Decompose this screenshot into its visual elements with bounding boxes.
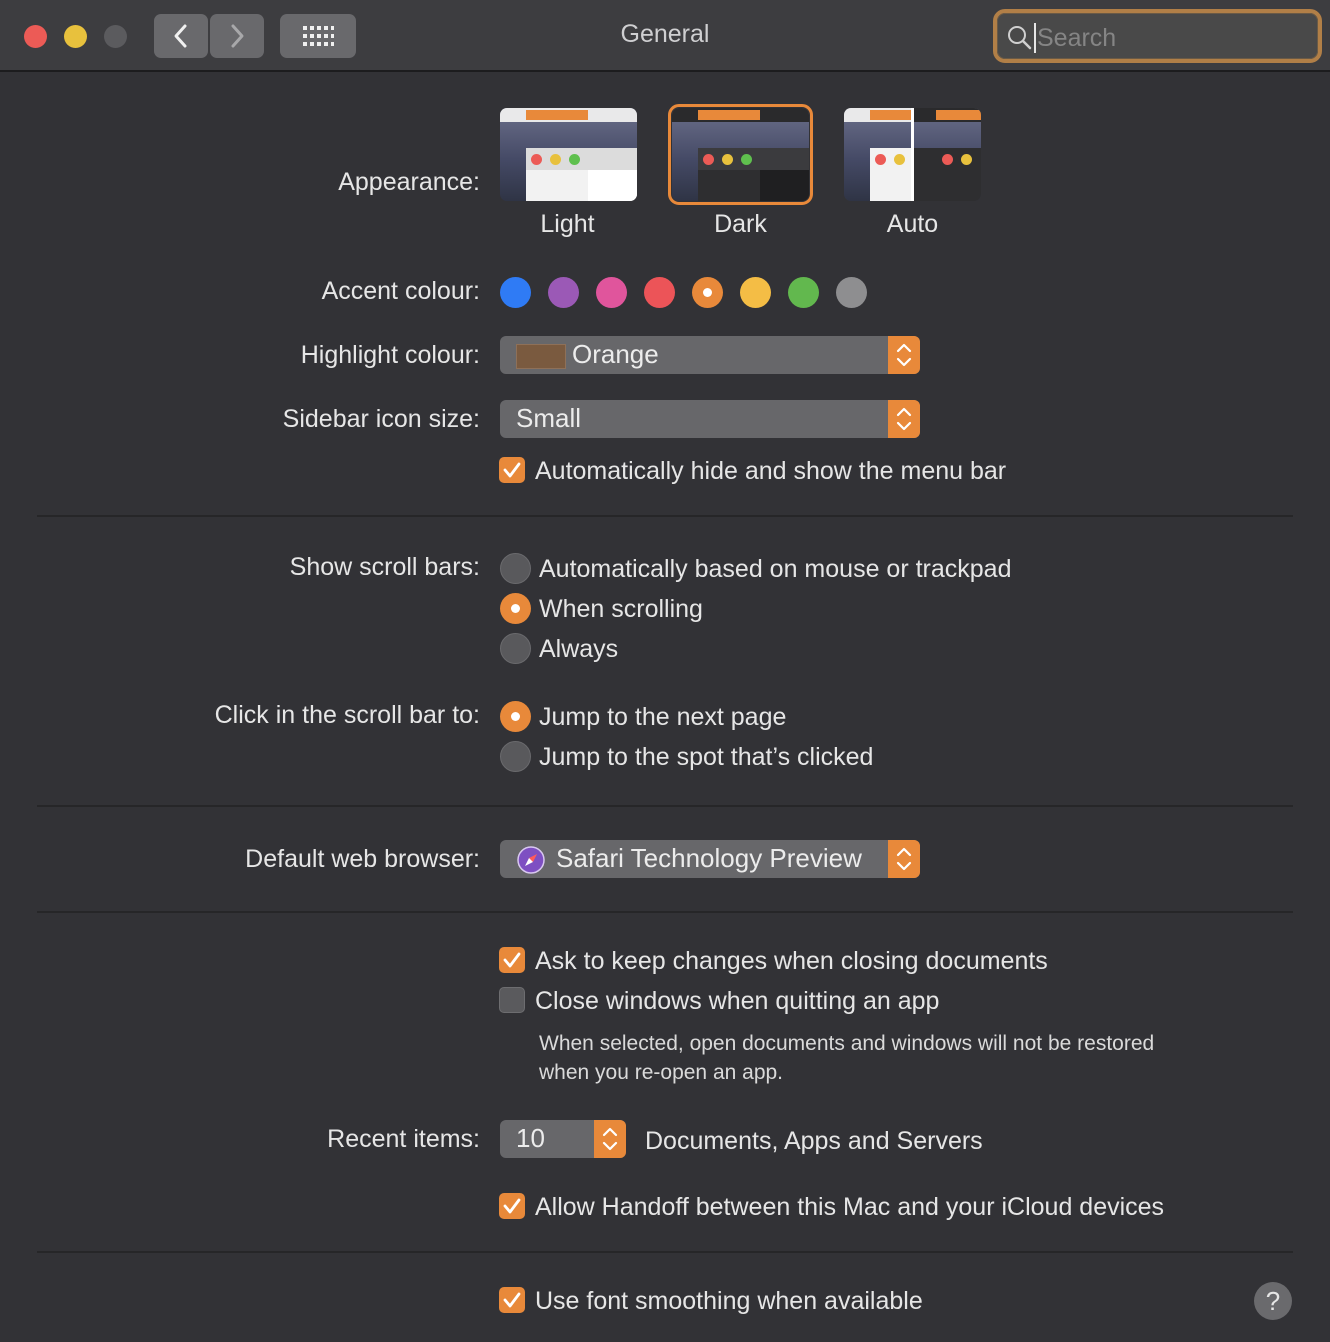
- jump-to-spot-radio[interactable]: [500, 741, 531, 772]
- up-down-chevron-icon: [896, 343, 912, 367]
- appearance-light-label: Light: [540, 210, 595, 238]
- divider: [37, 805, 1293, 807]
- chevron-left-icon: [174, 24, 187, 48]
- zoom-window-button[interactable]: [104, 25, 127, 48]
- divider: [37, 911, 1293, 913]
- accent-swatch[interactable]: [644, 277, 675, 308]
- search-placeholder: Search: [1037, 24, 1117, 52]
- sidebar-icon-size-label: Sidebar icon size:: [282, 405, 480, 433]
- menubar-autohide-checkbox[interactable]: [499, 457, 525, 483]
- scrollbars-always-label: Always: [539, 635, 619, 663]
- show-all-button[interactable]: [280, 14, 356, 58]
- title-bar: General Search: [0, 0, 1330, 72]
- scrollbars-when-scrolling-label: When scrolling: [539, 595, 703, 623]
- help-button[interactable]: ?: [1254, 1282, 1292, 1320]
- accent-swatch[interactable]: [740, 277, 771, 308]
- minimize-window-button[interactable]: [64, 25, 87, 48]
- accent-colour-label: Accent colour:: [321, 277, 480, 305]
- jump-next-page-label: Jump to the next page: [539, 703, 787, 731]
- divider: [37, 1251, 1293, 1253]
- default-browser-label: Default web browser:: [245, 845, 480, 873]
- checkmark-icon: [503, 1198, 521, 1214]
- sidebar-icon-size-value: Small: [516, 403, 582, 433]
- recent-items-suffix: Documents, Apps and Servers: [645, 1127, 983, 1155]
- scrollbars-auto-radio[interactable]: [500, 553, 531, 584]
- accent-swatch[interactable]: [500, 277, 531, 308]
- divider: [37, 515, 1293, 517]
- accent-swatch[interactable]: [836, 277, 867, 308]
- text-cursor: [1034, 23, 1036, 53]
- highlight-swatch: [516, 344, 566, 369]
- font-smoothing-checkbox[interactable]: [499, 1287, 525, 1313]
- click-scroll-bar-label: Click in the scroll bar to:: [214, 701, 480, 729]
- selected-dot: [703, 288, 712, 297]
- browser-stepper: [888, 840, 920, 878]
- appearance-light-thumbnail[interactable]: [500, 108, 637, 201]
- highlight-colour-value: Orange: [572, 339, 659, 369]
- recent-items-label: Recent items:: [327, 1125, 480, 1153]
- appearance-label: Appearance:: [338, 168, 480, 196]
- show-scroll-bars-label: Show scroll bars:: [289, 553, 480, 581]
- scrollbars-always-radio[interactable]: [500, 633, 531, 664]
- font-smoothing-label: Use font smoothing when available: [535, 1287, 923, 1315]
- handoff-checkbox[interactable]: [499, 1193, 525, 1219]
- jump-next-page-radio[interactable]: [500, 701, 531, 732]
- up-down-chevron-icon: [896, 847, 912, 871]
- safari-compass-icon: [517, 846, 545, 874]
- accent-swatch[interactable]: [548, 277, 579, 308]
- default-browser-popup[interactable]: Safari Technology Preview: [500, 840, 920, 878]
- appearance-auto-thumbnail[interactable]: [844, 108, 981, 201]
- up-down-chevron-icon: [602, 1127, 618, 1151]
- handoff-label: Allow Handoff between this Mac and your …: [535, 1193, 1165, 1221]
- accent-swatch[interactable]: [692, 277, 723, 308]
- close-windows-checkbox[interactable]: [499, 987, 525, 1013]
- close-windows-note-line2: when you re-open an app.: [539, 1061, 784, 1084]
- back-button[interactable]: [154, 14, 208, 58]
- checkmark-icon: [503, 1292, 521, 1308]
- highlight-stepper: [888, 336, 920, 374]
- checkmark-icon: [503, 952, 521, 968]
- appearance-dark-thumbnail[interactable]: [668, 104, 813, 205]
- recent-items-value: 10: [516, 1123, 545, 1153]
- search-field[interactable]: Search: [993, 9, 1322, 63]
- highlight-colour-label: Highlight colour:: [300, 341, 480, 369]
- sidebar-icon-size-popup[interactable]: Small: [500, 400, 920, 438]
- accent-swatch[interactable]: [596, 277, 627, 308]
- default-browser-value: Safari Technology Preview: [556, 843, 862, 873]
- jump-to-spot-label: Jump to the spot that’s clicked: [539, 743, 874, 771]
- ask-keep-changes-checkbox[interactable]: [499, 947, 525, 973]
- scrollbars-when-scrolling-radio[interactable]: [500, 593, 531, 624]
- scrollbars-auto-label: Automatically based on mouse or trackpad: [539, 555, 1012, 583]
- recent-stepper: [594, 1120, 626, 1158]
- search-field-inner: [997, 13, 1318, 59]
- appearance-auto-label: Auto: [886, 210, 939, 238]
- appearance-dark-label: Dark: [714, 210, 767, 238]
- sidebar-stepper: [888, 400, 920, 438]
- menubar-autohide-label: Automatically hide and show the menu bar: [535, 457, 1007, 485]
- accent-swatch[interactable]: [788, 277, 819, 308]
- checkmark-icon: [503, 462, 521, 478]
- forward-button[interactable]: [210, 14, 264, 58]
- window-title: General: [620, 20, 710, 48]
- grid-icon: [303, 26, 334, 46]
- close-windows-note-line1: When selected, open documents and window…: [539, 1032, 1155, 1055]
- recent-items-popup[interactable]: 10: [500, 1120, 626, 1158]
- close-window-button[interactable]: [24, 25, 47, 48]
- search-icon: [1008, 26, 1032, 50]
- close-windows-label: Close windows when quitting an app: [535, 987, 940, 1015]
- ask-keep-changes-label: Ask to keep changes when closing documen…: [535, 947, 1048, 975]
- highlight-colour-popup[interactable]: Orange: [500, 336, 920, 374]
- up-down-chevron-icon: [896, 407, 912, 431]
- chevron-right-icon: [231, 24, 244, 48]
